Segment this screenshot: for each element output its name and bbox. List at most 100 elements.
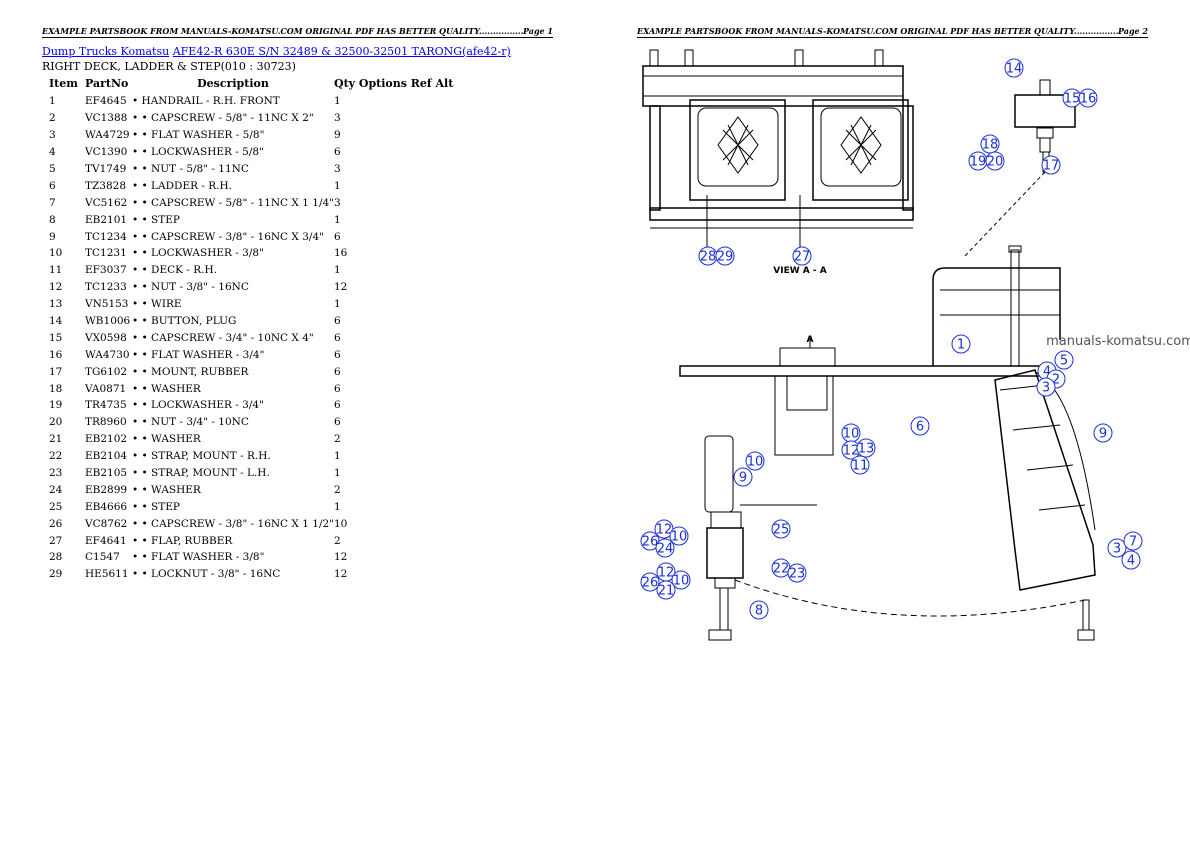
callout-6: 6 [910,416,930,436]
item-cell: 16 [49,348,63,361]
description-cell: • • LOCKWASHER - 3/4" [132,399,264,412]
table-header-row: Item PartNo Description Qty Options Ref … [42,76,453,93]
partno-cell: EB4666 [85,500,128,513]
callout-label: 24 [657,542,674,557]
item-cell: 15 [49,331,63,344]
header-partno: PartNo [85,77,129,90]
breadcrumb-link-model[interactable]: AFE42-R 630E S/N 32489 & 32500-32501 TAR… [172,45,511,58]
callout-label: 7 [1129,535,1137,550]
qty-cell: 16 [334,247,348,260]
item-cell: 28 [49,551,63,564]
breadcrumb-link-category[interactable]: Dump Trucks Komatsu [42,45,170,58]
partno-cell: EF4645 [85,95,127,108]
callout-3: 3 [1036,377,1056,397]
callout-label: 13 [858,442,875,457]
item-cell: 19 [49,399,63,412]
callout-12: 12 [841,440,861,460]
partno-cell: TC1234 [85,230,127,243]
partno-cell: TV1749 [85,163,127,175]
description-cell: • • FLAP, RUBBER [132,534,233,547]
description-cell: • • WASHER [132,483,201,496]
description-cell: • • NUT - 5/8" - 11NC [132,163,249,175]
partno-cell: WB1006 [85,315,131,328]
breadcrumb: Dump Trucks Komatsu AFE42-R 630E S/N 324… [42,45,511,58]
callout-label: 14 [1006,62,1023,77]
callout-label: 12 [843,444,860,459]
item-cell: 20 [49,416,63,429]
callout-20: 20 [985,151,1005,171]
item-cell: 3 [49,129,56,142]
callout-label: 10 [673,574,690,589]
description-cell: • • DECK - R.H. [132,264,217,277]
banner-text: EXAMPLE PARTSBOOK FROM MANUALS-KOMATSU.C… [637,26,1122,36]
callout-13: 13 [856,438,876,458]
qty-cell: 6 [334,315,341,328]
qty-cell: 3 [334,196,341,209]
callout-label: 25 [773,523,790,538]
callout-22: 22 [771,558,791,578]
view-label: VIEW A - A [773,266,826,276]
qty-cell: 10 [334,517,348,530]
item-cell: 22 [49,450,63,463]
description-cell: • • STRAP, MOUNT - R.H. [132,450,271,463]
callout-14: 14 [1004,58,1024,78]
partno-cell: C1547 [85,551,120,564]
mount-detail-drawing [962,79,1076,259]
callout-label: 12 [658,566,675,581]
item-cell: 9 [49,230,56,243]
callout-label: 26 [642,535,659,550]
watermark: manuals-komatsu.com [1046,334,1190,349]
item-cell: 12 [49,281,63,294]
qty-cell: 1 [334,500,341,513]
callout-label: 4 [1043,365,1051,380]
qty-cell: 1 [334,213,341,226]
description-cell: • • NUT - 3/8" - 16NC [132,281,249,294]
header-item: Item [49,77,78,90]
partno-cell: VN5153 [85,298,129,311]
diagram-page: EXAMPLE PARTSBOOK FROM MANUALS-KOMATSU.C… [595,0,1190,842]
description-cell: • • WIRE [132,298,182,311]
qty-cell: 1 [334,467,341,480]
callout-16: 16 [1078,88,1098,108]
callout-21: 21 [656,580,676,600]
callout-10: 10 [671,570,691,590]
callout-label: 27 [794,250,811,265]
qty-cell: 1 [334,450,341,463]
callout-label: 3 [1113,542,1121,557]
exploded-diagram: VIEW A - A [640,49,1190,641]
qty-cell: 6 [334,331,341,344]
qty-cell: 2 [334,534,341,547]
callout-3: 3 [1107,538,1127,558]
callout-label: 3 [1042,381,1050,396]
callout-15: 15 [1062,88,1082,108]
item-cell: 8 [49,213,56,226]
callout-26: 26 [640,531,660,551]
callout-12: 12 [656,562,676,582]
banner-text: EXAMPLE PARTSBOOK FROM MANUALS-KOMATSU.C… [42,26,527,36]
item-cell: 21 [49,433,63,446]
callout-label: 9 [1099,427,1107,442]
callout-19: 19 [968,151,988,171]
callout-label: 23 [789,567,806,582]
item-cell: 11 [49,264,63,277]
callout-label: 22 [773,562,790,577]
callout-label: 10 [747,455,764,470]
callout-label: 16 [1080,92,1097,107]
description-cell: • • LOCKWASHER - 3/8" [132,247,264,260]
callout-label: 9 [739,471,747,486]
description-cell: • • CAPSCREW - 3/8" - 16NC X 1 1/2" [132,517,334,530]
description-cell: • • STEP [132,500,180,513]
description-cell: • • LADDER - R.H. [132,179,232,192]
header-qty-options-ref-alt: Qty Options Ref Alt [334,77,454,90]
